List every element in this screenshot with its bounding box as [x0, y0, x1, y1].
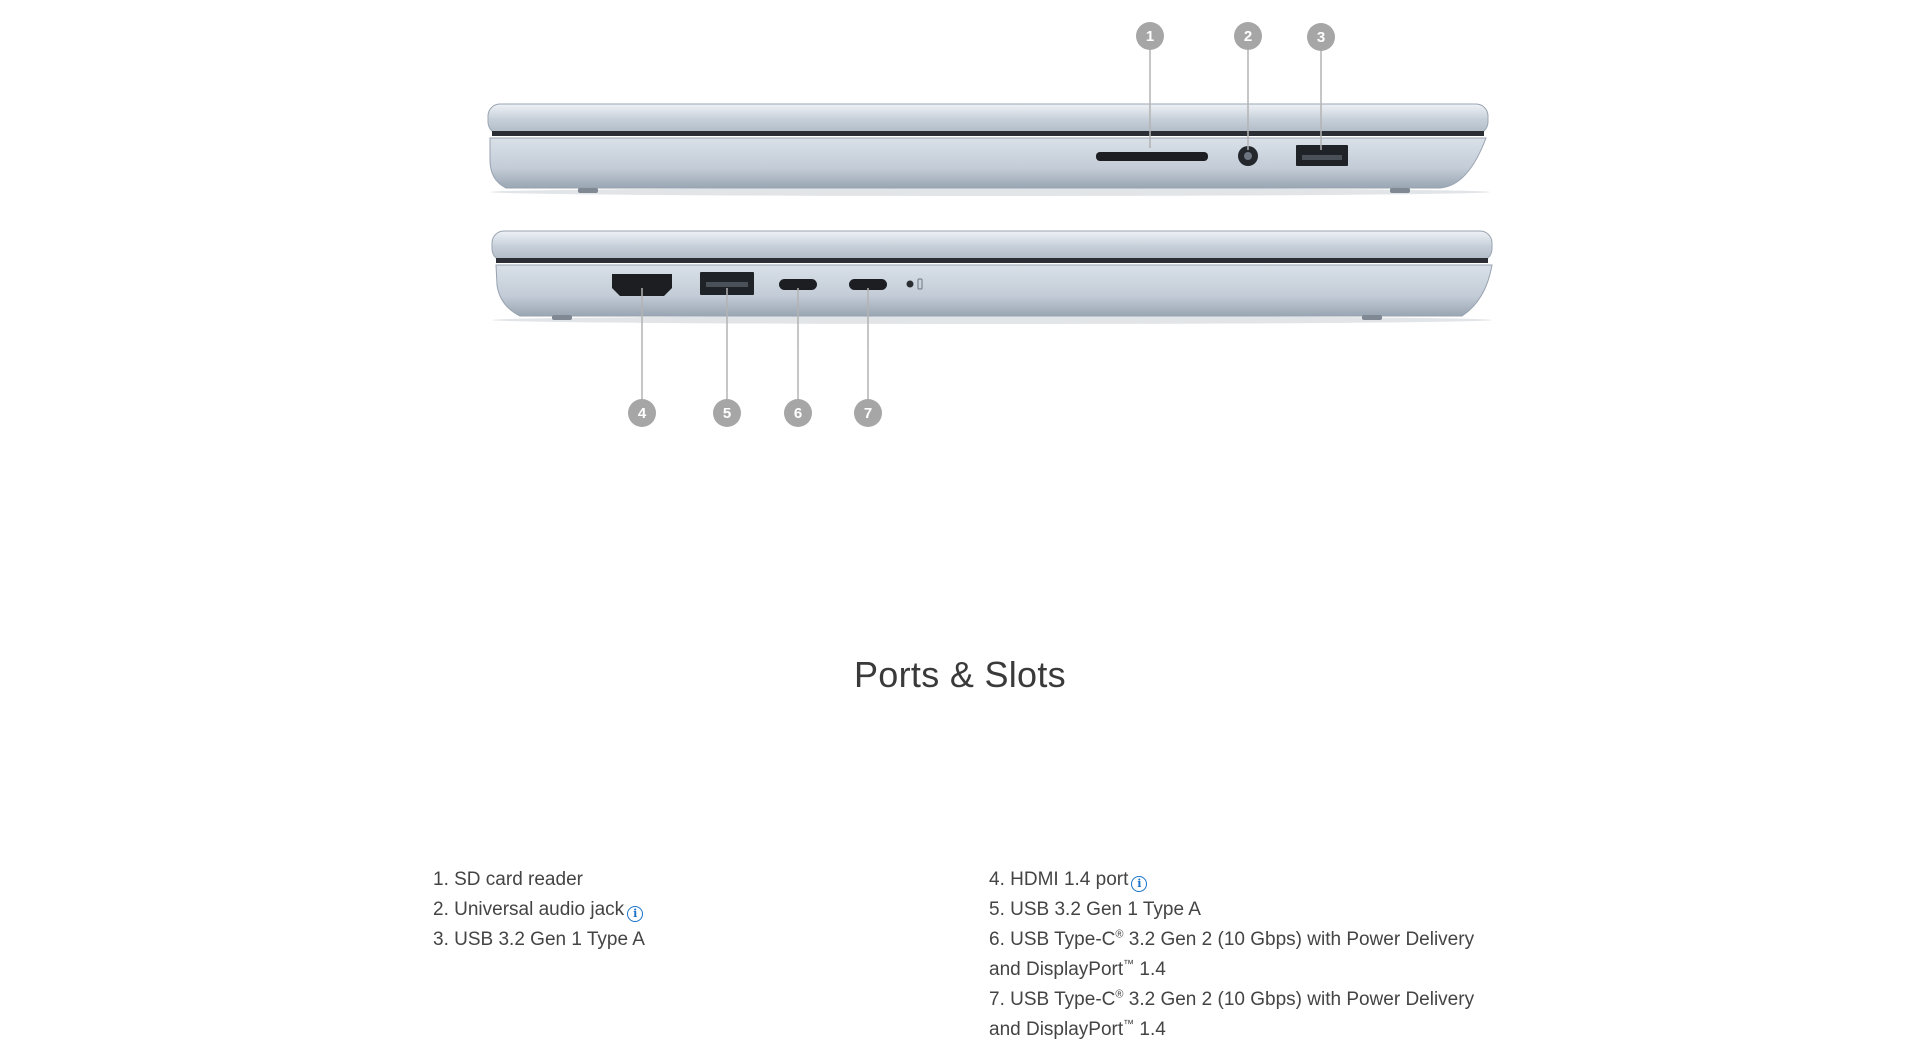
- svg-text:3: 3: [1317, 29, 1325, 46]
- port-item-usb-c-2: 7. USB Type-C® 3.2 Gen 2 (10 Gbps) with …: [989, 985, 1509, 1045]
- hdmi-port-graphic: [612, 274, 672, 296]
- port-item-sd-card-reader: 1. SD card reader: [433, 865, 953, 895]
- trademark-mark: ™: [1123, 958, 1135, 971]
- laptop-ports-figure: 1 2 3 4 5 6 7: [487, 22, 1493, 427]
- svg-text:6: 6: [794, 405, 802, 422]
- port-item-usb-c-1: 6. USB Type-C® 3.2 Gen 2 (10 Gbps) with …: [989, 925, 1509, 985]
- callout-lines: [641, 50, 1322, 400]
- trademark-mark: ™: [1123, 1018, 1135, 1031]
- callout-2: 2: [1234, 22, 1262, 50]
- callout-1: 1: [1136, 22, 1164, 50]
- port-label: 5. USB 3.2 Gen 1 Type A: [989, 899, 1201, 920]
- port-label-middle: 3.2 Gen 2 (10 Gbps) with Power Delivery …: [989, 989, 1475, 1040]
- port-label-start: 7. USB Type-C: [989, 989, 1116, 1010]
- registered-mark: ®: [1115, 928, 1124, 941]
- port-item-usb-a: 3. USB 3.2 Gen 1 Type A: [433, 925, 953, 955]
- svg-text:4: 4: [638, 405, 647, 422]
- svg-text:2: 2: [1244, 28, 1252, 45]
- callout-7: 7: [854, 399, 882, 427]
- port-label-end: 1.4: [1134, 1019, 1166, 1040]
- usb-c-port-graphic-1: [779, 279, 817, 290]
- callout-6: 6: [784, 399, 812, 427]
- usb-c-port-graphic-2: [849, 279, 887, 290]
- section-title: Ports & Slots: [854, 654, 1066, 695]
- svg-text:1: 1: [1146, 28, 1154, 45]
- laptop-right-side-view: [487, 103, 1490, 196]
- port-label: 1. SD card reader: [433, 869, 583, 890]
- port-label: 4. HDMI 1.4 port: [989, 869, 1129, 890]
- info-icon[interactable]: i: [627, 906, 644, 922]
- port-item-usb-a: 5. USB 3.2 Gen 1 Type A: [989, 895, 1509, 925]
- port-label-end: 1.4: [1134, 959, 1166, 980]
- svg-text:5: 5: [723, 405, 731, 422]
- callout-5: 5: [713, 399, 741, 427]
- callout-4: 4: [628, 399, 656, 427]
- port-label-start: 6. USB Type-C: [989, 929, 1116, 950]
- ports-list-left: 1. SD card reader 2. Universal audio jac…: [433, 865, 953, 955]
- port-label-middle: 3.2 Gen 2 (10 Gbps) with Power Delivery …: [989, 929, 1475, 980]
- callout-3: 3: [1307, 23, 1335, 51]
- svg-text:7: 7: [864, 405, 872, 422]
- info-icon[interactable]: i: [1131, 876, 1148, 892]
- laptop-left-side-view: [491, 230, 1493, 324]
- port-label: 3. USB 3.2 Gen 1 Type A: [433, 929, 645, 950]
- sd-card-slot-graphic: [1096, 152, 1208, 161]
- registered-mark: ®: [1115, 988, 1124, 1001]
- port-label: 2. Universal audio jack: [433, 899, 625, 920]
